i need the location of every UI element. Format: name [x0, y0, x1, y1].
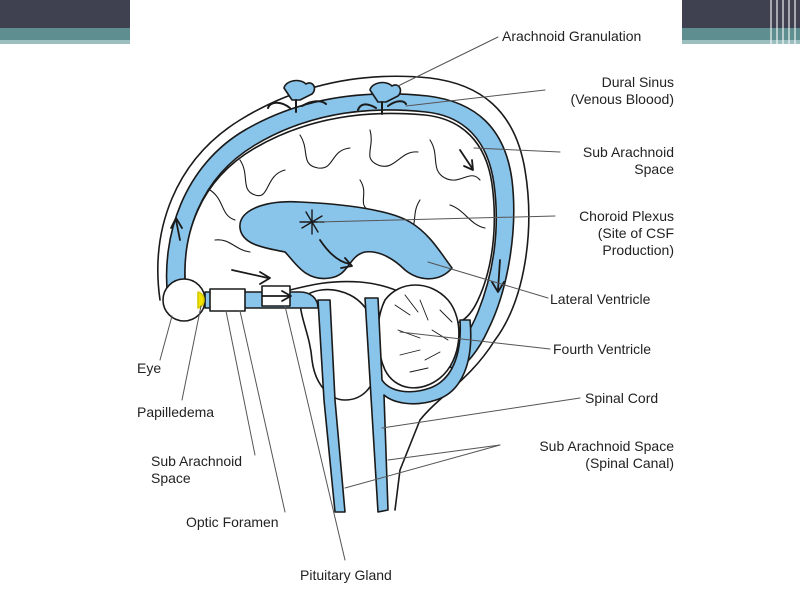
leader-spinal-cord [381, 397, 581, 429]
label-arachnoid-granulation: Arachnoid Granulation [502, 28, 642, 44]
slide-header-line-left [0, 40, 130, 44]
base-flow-arrow [231, 269, 271, 285]
band-flow-arrow-top [459, 149, 474, 171]
leader-fourth-ventricle [399, 331, 551, 350]
label-lateral-ventricle: Lateral Ventricle [550, 291, 651, 307]
label-dural-sinus-line2: (Venous Bloood) [570, 91, 674, 107]
cerebellum-folia [394, 294, 453, 373]
label-choroid-plexus-line1: Choroid Plexus [579, 208, 674, 224]
leader-pituitary-gland [284, 305, 346, 561]
leader-dural-sinus [405, 89, 546, 107]
label-sub-arachnoid-spinal-line1: Sub Arachnoid Space [539, 438, 674, 454]
spinal-canal [364, 297, 472, 513]
arachnoid-granulation-left-stem [267, 99, 327, 113]
leader-arachnoid-granulation [397, 36, 499, 87]
skull-outline [157, 75, 530, 511]
label-choroid-plexus-line2: (Site of CSF [597, 225, 674, 241]
leader-sub-arachnoid-left [225, 310, 256, 456]
label-choroid-plexus-line3: Production) [602, 242, 674, 258]
arachnoid-granulation-left [283, 79, 316, 101]
band-flow-arrow-left [170, 217, 183, 241]
optic-sheath [209, 288, 246, 312]
label-sub-arachnoid-left-line1: Sub Arachnoid [151, 453, 243, 469]
leader-spinal-canal-2 [344, 444, 501, 489]
leader-lateral-ventricle [427, 261, 549, 299]
slide-header-stripes [770, 0, 800, 44]
cerebellum [377, 284, 460, 389]
label-choroid-plexus: Choroid Plexus (Site of CSF Production) [540, 208, 674, 259]
lateral-ventricle-shape [239, 200, 453, 280]
leader-sub-arachnoid-space [473, 147, 561, 153]
label-spinal-cord: Spinal Cord [585, 390, 659, 406]
slide-header-bar-left [0, 0, 130, 28]
label-dural-sinus-line1: Dural Sinus [601, 74, 674, 90]
leader-eye [159, 315, 173, 361]
label-eye: Eye [137, 360, 162, 376]
label-sub-arachnoid-spinal: Sub Arachnoid Space (Spinal Canal) [500, 438, 674, 472]
label-optic-foramen: Optic Foramen [186, 514, 279, 530]
optic-flow-arrow [261, 290, 292, 302]
label-fourth-ventricle: Fourth Ventricle [553, 341, 652, 357]
ventricle-flow-arrow [319, 239, 353, 269]
label-sub-arachnoid-space: Sub Arachnoid Space [540, 144, 674, 178]
leader-spinal-canal-1 [387, 444, 501, 461]
label-sub-arachnoid-left-line2: Space [151, 470, 191, 486]
band-flow-arrow-right [491, 259, 505, 293]
label-sub-arachnoid-space-line2: Space [634, 161, 674, 177]
label-papilledema: Papilledema [137, 404, 215, 420]
slide-header-line-right [682, 40, 800, 44]
label-sub-arachnoid-spinal-line2: (Spinal Canal) [585, 455, 674, 471]
leader-optic-foramen [239, 310, 286, 513]
choroid-plexus-star [299, 209, 325, 235]
arachnoid-granulation-right [369, 81, 402, 103]
slide-header-accent-left [0, 28, 130, 40]
arachnoid-granulation-right-stem [357, 100, 407, 115]
label-pituitary-gland: Pituitary Gland [300, 567, 392, 583]
papilledema-disc [197, 291, 205, 309]
leader-choroid-plexus [317, 215, 556, 223]
label-dural-sinus: Dural Sinus (Venous Bloood) [540, 74, 674, 108]
brain-gyri [209, 129, 486, 253]
label-sub-arachnoid-space-left: Sub Arachnoid Space [151, 453, 242, 487]
eyeball [162, 278, 206, 322]
spinal-cord-channel [317, 299, 346, 513]
leader-papilledema [181, 305, 202, 401]
label-sub-arachnoid-space-line1: Sub Arachnoid [582, 144, 674, 160]
